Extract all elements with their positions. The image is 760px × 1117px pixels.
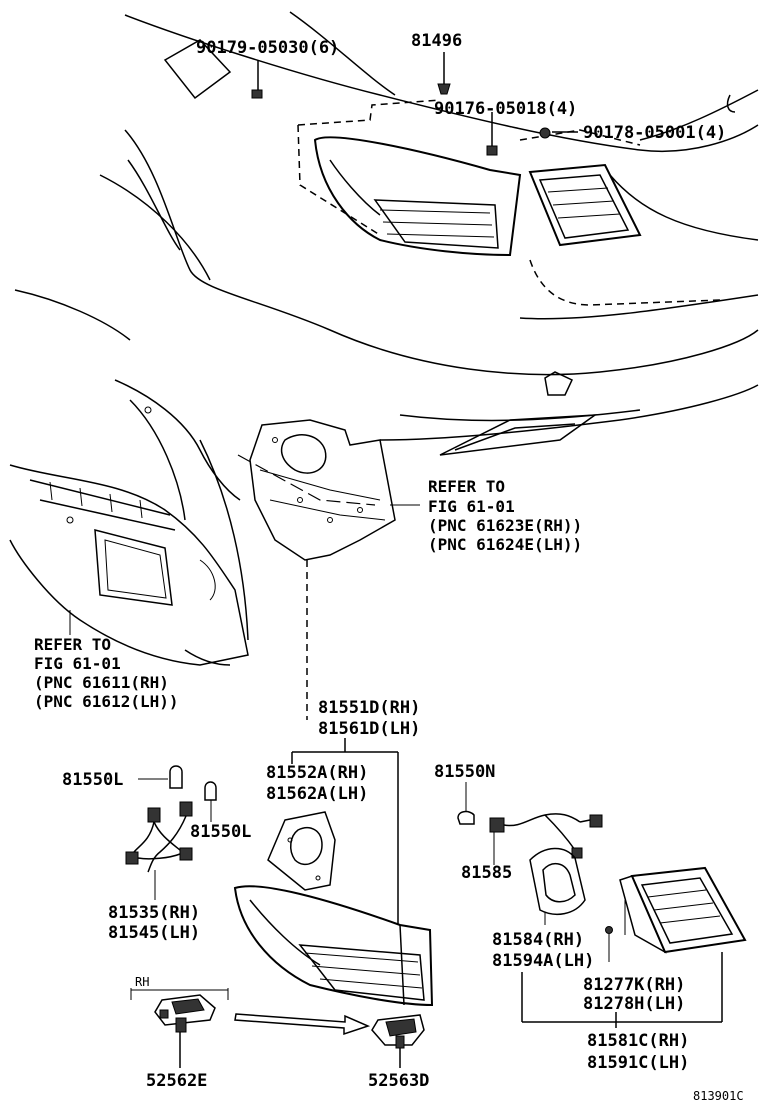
quarter-panel-outline (9, 379, 249, 666)
lamp-gasket (267, 811, 336, 891)
socket-icon (179, 801, 193, 817)
socket-icon (489, 817, 505, 833)
vehicle-body-outline (14, 11, 759, 456)
clip-icon (437, 83, 451, 95)
label-fastener-top-left: 90179-05030(6) (196, 38, 339, 58)
bracket-left (154, 994, 216, 1033)
bulb-icon (169, 765, 183, 789)
label-bracket-right: 52563D (368, 1071, 429, 1091)
label-gasket-rh: 81552A(RH) (266, 763, 368, 783)
refer-rh-line2: FIG 61-01 (428, 497, 515, 516)
connector-icon (589, 814, 603, 828)
label-inner-lamp-lh: 81591C(LH) (587, 1053, 689, 1073)
rh-bracket-marker (130, 988, 229, 1000)
screw-icon (486, 145, 498, 156)
bulb-icon (457, 810, 475, 825)
label-nut-lh: 81278H(LH) (583, 994, 685, 1014)
label-socket-rh: 81535(RH) (108, 903, 200, 923)
label-gasket2-rh: 81584(RH) (492, 930, 584, 950)
socket-wire-harness (125, 801, 193, 873)
label-inner-lamp-rh: 81581C(RH) (587, 1031, 689, 1051)
label-gasket-lh: 81562A(LH) (266, 784, 368, 804)
footer-code: 813901C (693, 1089, 744, 1103)
refer-rh-line4: (PNC 61624E(LH)) (428, 535, 582, 554)
connector-icon (125, 851, 139, 865)
label-gasket2-lh: 81594A(LH) (492, 951, 594, 971)
inner-socket-harness (489, 813, 603, 859)
label-clip-top: 81496 (411, 31, 462, 51)
bracket-right (371, 1014, 425, 1049)
label-bracket-left: 52562E (146, 1071, 207, 1091)
inner-lamp-bracket (521, 952, 723, 1028)
fastener-group-top (251, 52, 578, 156)
label-rh-marker: RH (135, 975, 149, 989)
installed-tail-lamp (297, 99, 721, 306)
nut-icon (539, 127, 551, 139)
label-lamp-assy-lh: 81561D(LH) (318, 719, 420, 739)
connector-icon (179, 847, 193, 861)
label-bulb-right: 81550L (190, 822, 251, 842)
refer-lh-line4: (PNC 61612(LH)) (34, 692, 179, 711)
inner-panel-outline (237, 419, 420, 561)
label-fastener-right: 90178-05001(4) (583, 123, 726, 143)
refer-rh-line1: REFER TO (428, 477, 505, 496)
label-bulb-top: 81550L (62, 770, 123, 790)
lamp-assy-bracket (291, 738, 399, 925)
inner-lamp (619, 866, 747, 954)
bulb-icon (204, 781, 217, 801)
label-bulb-n: 81550N (434, 762, 495, 782)
tail-lamp-assembly (233, 885, 434, 1007)
label-socket-lh: 81545(LH) (108, 923, 200, 943)
bolt-icon (251, 89, 263, 99)
connector-icon (571, 847, 583, 859)
refer-rh-line3: (PNC 61623E(RH)) (428, 516, 582, 535)
direction-arrow (234, 1013, 371, 1036)
label-fastener-mid: 90176-05018(4) (434, 99, 577, 119)
refer-lh-line3: (PNC 61611(RH) (34, 673, 169, 692)
label-socket-85: 81585 (461, 863, 512, 883)
refer-lh-line2: FIG 61-01 (34, 654, 121, 673)
label-lamp-assy-rh: 81551D(RH) (318, 698, 420, 718)
inner-gasket (529, 847, 586, 916)
label-nut-rh: 81277K(RH) (583, 975, 685, 995)
socket-icon (147, 807, 161, 823)
refer-lh-line1: REFER TO (34, 635, 111, 654)
nut-icon (605, 926, 613, 934)
